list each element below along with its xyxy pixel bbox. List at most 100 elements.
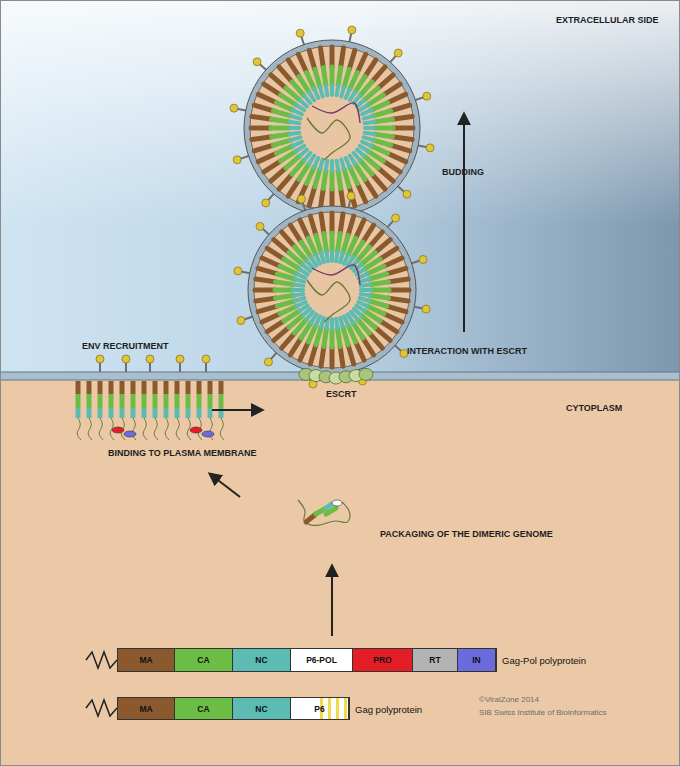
gag-spoke (304, 96, 311, 104)
protein-domain: RT (413, 649, 458, 671)
gag-spoke (315, 69, 320, 86)
gag-spoke (369, 333, 382, 348)
gag-spoke (375, 119, 393, 122)
gag-spoke (308, 238, 315, 254)
gag-spoke (346, 158, 350, 167)
env-spike (237, 317, 245, 325)
env-spike (419, 255, 427, 263)
gag-spoke (320, 48, 323, 68)
env-spike (262, 199, 270, 207)
gag-spoke (348, 325, 355, 341)
gag-spoke (293, 284, 303, 285)
gag-spoke (383, 84, 400, 95)
gag-spoke (375, 126, 393, 131)
gag-spoke (373, 140, 390, 145)
gag-spoke (282, 333, 295, 348)
gag-spoke (330, 347, 335, 367)
gag-spoke (389, 288, 409, 293)
bound-gag (87, 381, 92, 394)
bound-gag (131, 408, 136, 418)
stage-label: CYTOPLASM (566, 403, 622, 413)
gag-spoke (258, 153, 276, 161)
virion-interior (250, 46, 414, 210)
gag-spoke (338, 68, 341, 86)
bound-gag (76, 408, 81, 418)
gag-spoke (280, 306, 296, 313)
rna-zigzag (86, 700, 117, 716)
bound-gag (142, 394, 147, 408)
gag-spoke (272, 119, 290, 122)
viral-envelope (248, 206, 416, 374)
env-spike (256, 222, 264, 230)
bound-rna (220, 418, 224, 440)
gag-spoke (310, 216, 316, 235)
protein-domain: P6 (291, 698, 349, 719)
env-spike (394, 49, 402, 57)
env-spike (296, 29, 304, 37)
stage-label: BINDING TO PLASMA MEMBRANE (108, 448, 257, 458)
gag-spoke (271, 75, 286, 88)
gag-spoke (365, 126, 375, 130)
protein-domain: NC (233, 698, 291, 719)
gag-spoke (258, 94, 276, 102)
bound-gag (164, 381, 169, 394)
gag-spoke (391, 145, 410, 151)
bound-gag (175, 394, 180, 408)
gag-spoke (330, 329, 335, 347)
gag-spoke (356, 220, 364, 238)
gag-spoke (375, 327, 390, 340)
gag-spoke (340, 346, 343, 366)
gag-spoke (290, 338, 301, 355)
gag-spoke (326, 251, 327, 261)
gag-spoke (271, 168, 286, 181)
genome-rna (298, 500, 350, 525)
domain-label: PRO (373, 655, 391, 665)
gag-spoke (255, 288, 275, 293)
gag-spoke (357, 100, 365, 107)
bound-gag (131, 381, 136, 394)
gag-spoke (380, 248, 397, 259)
bound-gag (208, 381, 213, 394)
bound-gag (153, 408, 158, 418)
gag-spoke (330, 251, 334, 261)
gag-spoke (383, 161, 400, 172)
gag-spoke (295, 298, 305, 301)
gag-spoke (364, 116, 374, 119)
gag-spoke (371, 296, 389, 299)
gag-spoke (365, 133, 375, 134)
gag-spoke (392, 137, 412, 140)
bound-gag (153, 381, 158, 394)
gag-spoke (357, 54, 365, 72)
gag-spoke (258, 268, 277, 274)
stage-label: EXTRACELLULAR SIDE (556, 15, 659, 25)
stage-label: ESCRT (326, 389, 357, 399)
gag-spoke (369, 232, 382, 247)
stage-label: ENV RECRUITMENT (82, 341, 169, 351)
bound-gag (76, 381, 81, 394)
gag-spoke (330, 67, 335, 85)
gag-spoke (365, 179, 376, 196)
gag-spoke (371, 282, 389, 285)
protein-domain: P6-POL (291, 649, 353, 671)
gag-spoke (330, 213, 335, 233)
gag-spoke (343, 235, 348, 252)
gag-spoke (369, 301, 386, 306)
illustration-part (299, 368, 373, 384)
budding-arrow (463, 114, 465, 332)
gag-spoke (264, 161, 281, 172)
gag-spoke (279, 174, 292, 189)
protein-domain: MA (118, 649, 175, 671)
viral-rna (312, 265, 360, 285)
gag-spoke (375, 240, 390, 253)
credit-note: SIB Swiss Institute of Bioinformatics (479, 708, 607, 717)
gag-molecule (326, 508, 336, 514)
translation-arrow (331, 566, 333, 636)
bound-gag (87, 394, 92, 408)
gag-spoke (262, 314, 280, 322)
gag-spoke (300, 342, 308, 360)
gag-spoke (336, 251, 337, 261)
domain-label: IN (472, 655, 481, 665)
gag-spoke (337, 85, 338, 95)
gag-spoke (316, 255, 320, 264)
